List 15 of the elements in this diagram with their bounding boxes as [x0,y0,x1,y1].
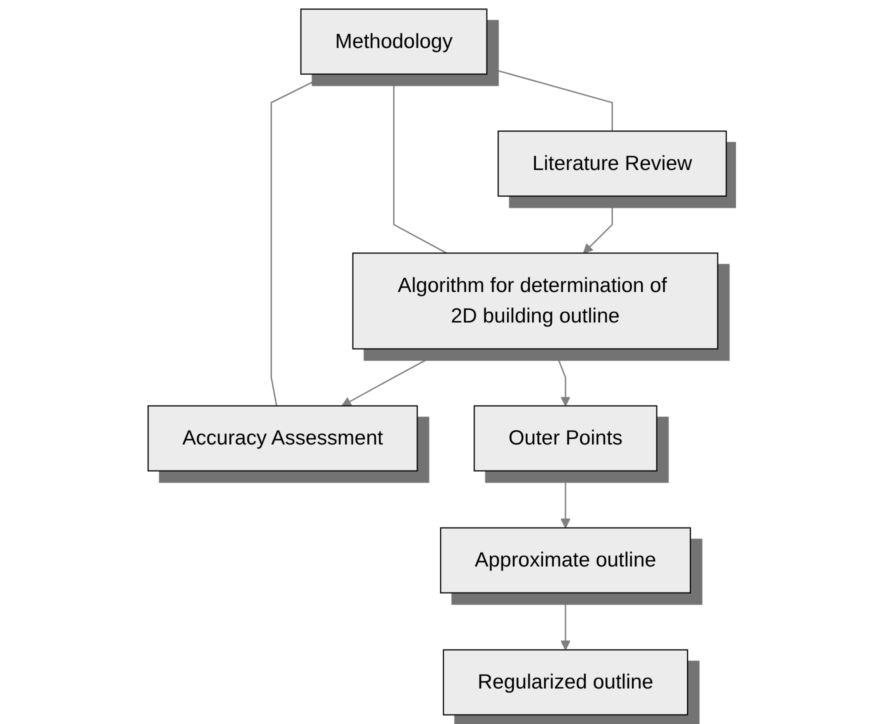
node-box: Outer Points [474,405,658,472]
connector [393,74,448,254]
arrow [560,592,571,650]
node-box: Methodology [300,8,488,75]
connector [270,74,330,406]
arrow [554,348,571,406]
node-box: Regularized outline [443,649,688,716]
arrow [560,470,571,528]
connector [486,66,614,132]
arrow [583,196,614,254]
node-box: Approximate outline [440,527,692,594]
node-box: Accuracy Assessment [148,405,418,472]
arrow [342,348,448,406]
node-box: Algorithm for determination of 2D building outline [352,252,719,350]
node-box: Literature Review [498,130,728,197]
